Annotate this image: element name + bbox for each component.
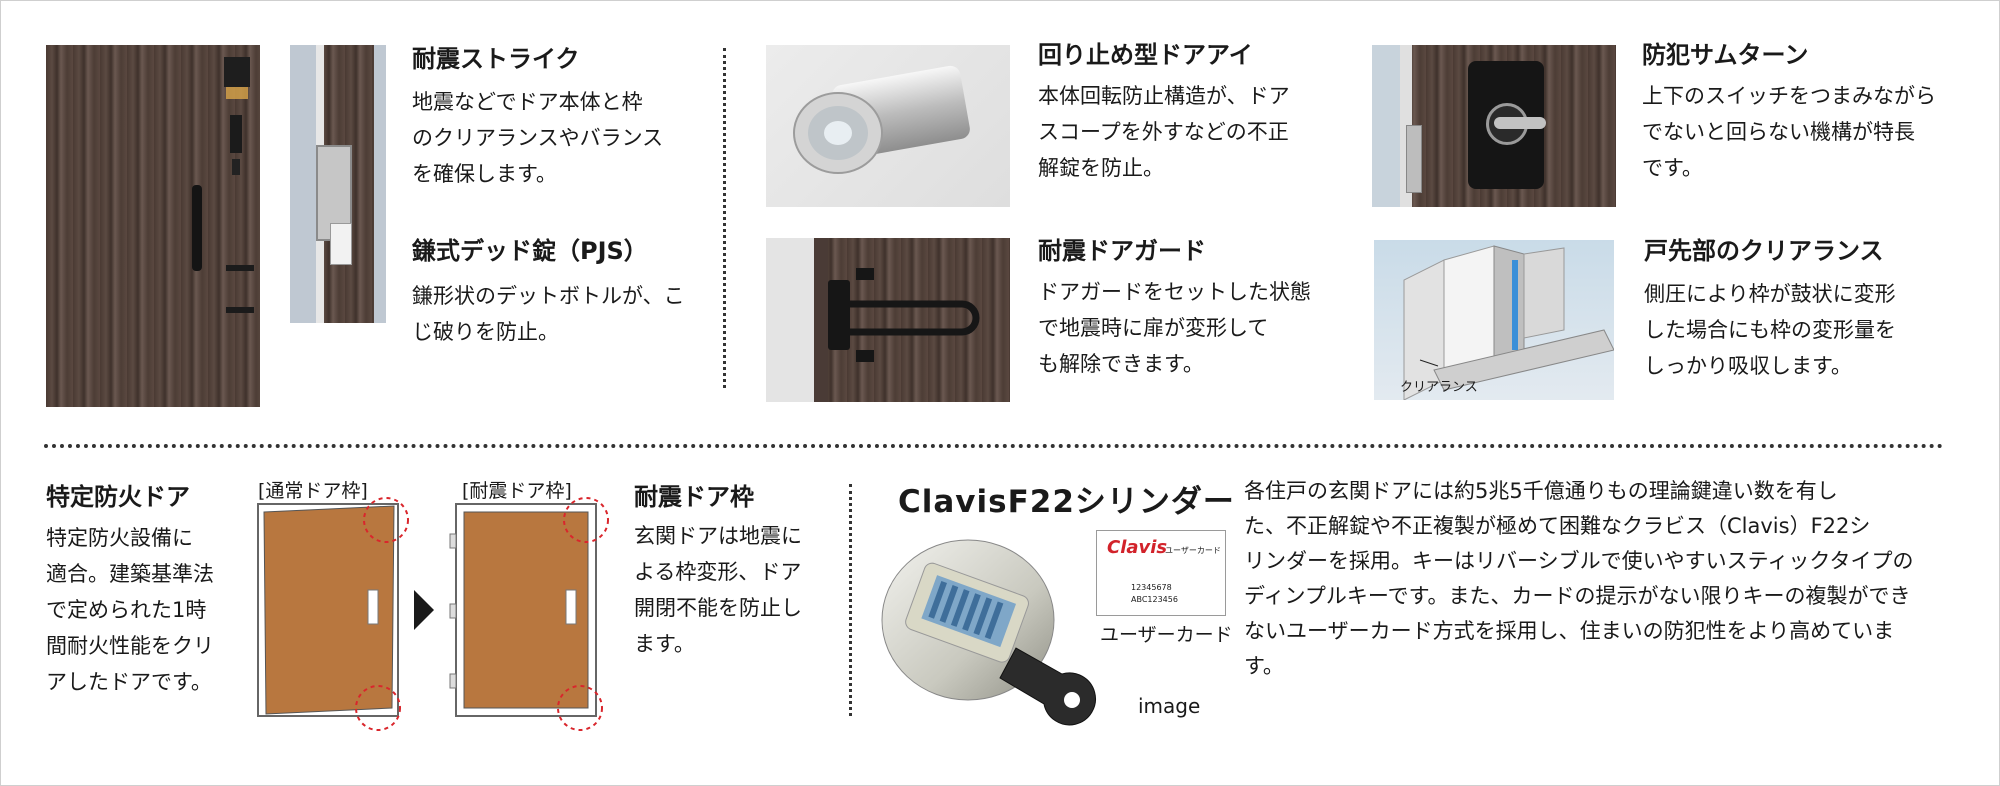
frame-comparison-diagram: [257, 497, 609, 731]
deadbolt-description: 鎌形状のデットボトルが、こ じ破りを防止。: [412, 284, 685, 344]
seismic-frame-door-icon: [449, 497, 609, 731]
image-note: image: [1138, 694, 1201, 718]
arrow-right-icon: [414, 590, 434, 630]
frame-label-normal: [通常ドア枠]: [258, 480, 368, 502]
cylinder-cutaway-image: [881, 539, 1096, 726]
divider-vertical-bottom: [849, 484, 852, 716]
door-eye-icon: [793, 65, 970, 174]
divider-horizontal: [44, 444, 1944, 448]
strike-title: 耐震ストライク: [412, 45, 580, 73]
thumb-turn-title: 防犯サムターン: [1642, 41, 1809, 69]
normal-frame-door-icon: [257, 497, 409, 731]
door-frame-section-icon: [1403, 245, 1614, 400]
door-guard-photo: [766, 238, 1010, 402]
user-card-heading: ユーザーカード: [1165, 546, 1221, 555]
door-guard-icon: [828, 268, 980, 362]
deadbolt-title: 鎌式デッド錠（PJS）: [412, 237, 648, 265]
seismic-frame-description: 玄関ドアは地震に よる枠変形、ドア 開閉不能を防止し ます。: [634, 524, 802, 656]
thumb-turn-photo: [1372, 45, 1616, 207]
entrance-door-photo: [46, 45, 260, 407]
seismic-frame-title: 耐震ドア枠: [634, 483, 754, 511]
user-card-caption: ユーザーカード: [1100, 624, 1233, 646]
strike-photo: [290, 45, 386, 323]
key-icon: [999, 647, 1096, 726]
cylinder-title: ClavisF22シリンダー: [898, 484, 1235, 520]
user-card-number-1: 12345678: [1131, 583, 1172, 592]
clearance-title: 戸先部のクリアランス: [1644, 237, 1884, 265]
clearance-description: 側圧により枠が鼓状に変形 した場合にも枠の変形量を しっかり吸収します。: [1644, 282, 1896, 378]
clearance-figure-label: クリアランス: [1400, 380, 1478, 395]
thumb-turn-description: 上下のスイッチをつまみながら でないと回らない機構が特長 です。: [1642, 84, 1936, 180]
fire-door-description: 特定防火設備に 適合。建築基準法 で定められた1時 間耐火性能をクリ アしたドア…: [46, 526, 214, 694]
fire-door-title: 特定防火ドア: [46, 483, 190, 511]
strike-description: 地震などでドア本体と枠 のクリアランスやバランス を確保します。: [412, 90, 664, 186]
user-card-number-2: ABC123456: [1131, 595, 1178, 604]
clearance-figure: クリアランス: [1374, 240, 1614, 400]
user-card-brand: Clavis: [1107, 537, 1168, 558]
frame-label-seismic: [耐震ドア枠]: [462, 480, 572, 502]
divider-vertical-top: [723, 48, 726, 388]
user-card: Clavis ユーザーカード 12345678 ABC123456: [1096, 530, 1226, 616]
door-eye-photo: [766, 45, 1010, 207]
door-eye-title: 回り止め型ドアアイ: [1038, 41, 1253, 69]
cylinder-description: 各住戸の玄関ドアには約5兆5千億通りもの理論鍵違い数を有し た、不正解錠や不正複…: [1244, 479, 1914, 678]
door-guard-description: ドアガードをセットした状態 で地震時に扉が変形して も解除できます。: [1038, 280, 1311, 376]
door-eye-description: 本体回転防止構造が、ドア スコープを外すなどの不正 解錠を防止。: [1038, 84, 1290, 180]
door-guard-title: 耐震ドアガード: [1038, 237, 1206, 265]
